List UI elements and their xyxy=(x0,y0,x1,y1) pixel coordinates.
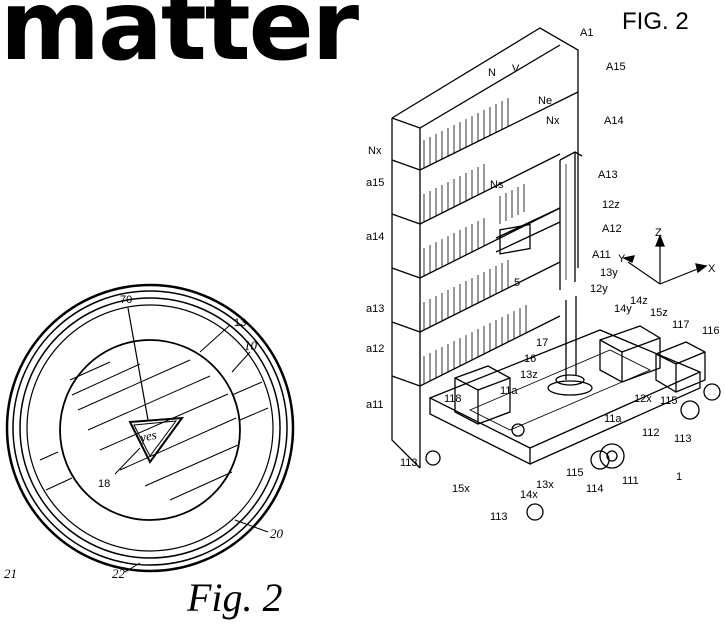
ref-Nx-left: Nx xyxy=(368,145,382,157)
ref-13y: 13y xyxy=(600,267,618,279)
axis-x-label: X xyxy=(708,263,716,275)
triangle-text: yes xyxy=(137,427,158,446)
ref-14x: 14x xyxy=(520,489,538,501)
ref-112: 112 xyxy=(642,427,660,439)
ref-10: 10 xyxy=(244,338,258,353)
ref-15x: 15x xyxy=(452,483,470,495)
headline-text: matter xyxy=(0,0,359,82)
ref-13: 13 xyxy=(234,317,246,329)
ref-12x: 12x xyxy=(634,393,652,405)
ref-a15: a15 xyxy=(366,177,384,189)
ref-13z: 13z xyxy=(520,369,538,381)
ref-15z: 15z xyxy=(650,307,668,319)
ref-116: 116 xyxy=(702,325,720,337)
ref-117: 117 xyxy=(672,319,690,331)
ref-A12: A12 xyxy=(602,223,622,235)
ref-114: 114 xyxy=(586,483,604,495)
ref-A1: A1 xyxy=(580,27,593,39)
ref-13x: 13x xyxy=(536,479,554,491)
ref-N: N xyxy=(488,67,496,79)
ref-11a-bottom: 11a xyxy=(604,413,622,425)
shelf-robot-drawing xyxy=(391,27,721,521)
ref-a12: a12 xyxy=(366,343,384,355)
ref-70: 70 xyxy=(120,294,132,306)
ref-118: 118 xyxy=(444,393,462,405)
ref-a13: a13 xyxy=(366,303,384,315)
ref-21: 21 xyxy=(4,566,17,581)
ref-12z: 12z xyxy=(602,199,620,211)
ref-17: 17 xyxy=(536,337,548,349)
ref-a14: a14 xyxy=(366,231,384,243)
right-figure-labels: A1 A15 N V Ne Nx A14 Nx a15 A13 Ns 12z a… xyxy=(366,27,720,523)
ref-A15: A15 xyxy=(606,61,626,73)
ref-A11: A11 xyxy=(592,249,611,261)
ref-22: 22 xyxy=(112,566,126,581)
ref-16: 16 xyxy=(524,353,536,365)
ref-A13: A13 xyxy=(598,169,618,181)
ref-Ns: Ns xyxy=(490,179,504,191)
ref-113-left: 113 xyxy=(400,457,418,469)
ref-113-bottom: 113 xyxy=(490,511,508,523)
ref-113-right: 113 xyxy=(674,433,692,445)
ref-14z: 14z xyxy=(630,295,648,307)
ref-5: 5 xyxy=(514,277,520,289)
ref-Ne: Ne xyxy=(538,95,552,107)
ref-1: 1 xyxy=(676,471,682,483)
ref-11a-top: 11a xyxy=(500,385,518,397)
ref-20: 20 xyxy=(270,526,284,541)
ref-V: V xyxy=(512,63,520,75)
ref-12y: 12y xyxy=(590,283,608,295)
figure-signature: Fig. 2 xyxy=(187,575,283,620)
ref-115-right: 115 xyxy=(660,395,678,407)
figure-label: FIG. 2 xyxy=(622,8,689,35)
axis-z-label: Z xyxy=(655,227,662,239)
ref-18: 18 xyxy=(98,478,110,490)
ref-111: 111 xyxy=(622,475,639,487)
round-lid-drawing xyxy=(5,283,295,573)
ref-A14: A14 xyxy=(604,115,624,127)
ref-a11: a11 xyxy=(366,399,384,411)
axis-y-label: Y xyxy=(618,253,626,265)
ref-Nx-top: Nx xyxy=(546,115,560,127)
ref-14y: 14y xyxy=(614,303,632,315)
ref-115-bottom: 115 xyxy=(566,467,584,479)
